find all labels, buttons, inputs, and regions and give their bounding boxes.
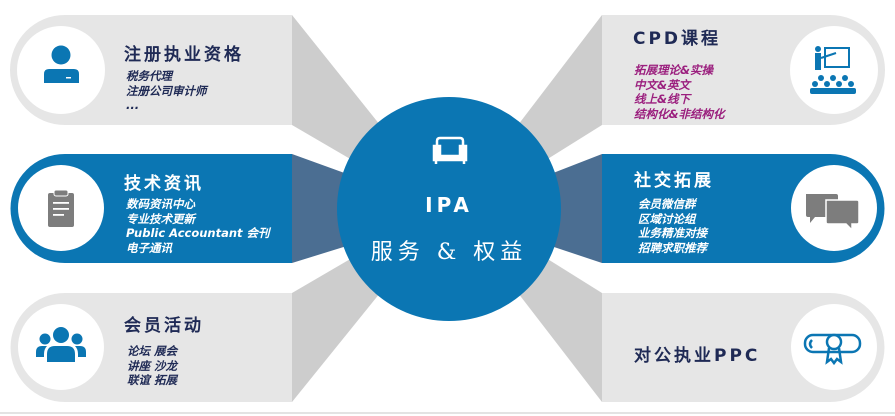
center-title: IPA: [425, 193, 473, 217]
panel-title-tech-info: 技术资讯: [124, 174, 204, 194]
panel-items-member-activities: 论坛 展会 讲座 沙龙 联谊 拓展: [127, 344, 177, 388]
list-item: 电子通讯: [126, 240, 172, 255]
list-item: 专业技术更新: [126, 211, 195, 226]
list-item: 注册公司审计师: [126, 83, 207, 98]
list-item: 税务代理: [126, 69, 172, 83]
list-item: 结构化&非结构化: [634, 106, 725, 121]
presentation-icon: [810, 46, 856, 94]
panel-title-cpd: CPD课程: [633, 29, 722, 49]
panel-title-ppc: 对公执业PPC: [634, 346, 761, 366]
list-item: 招聘求职推荐: [638, 240, 707, 255]
list-item: 讲座 沙龙: [127, 358, 178, 373]
list-item: 联谊 拓展: [127, 373, 178, 387]
list-item: 数码资讯中心: [126, 197, 195, 211]
connector-bottom-left: [292, 258, 380, 402]
center-circle: [337, 97, 561, 321]
connector-middle-left: [292, 154, 350, 263]
list-item: 拓展理论&实操: [634, 63, 714, 77]
connector-top-left: [292, 15, 380, 160]
connector-bottom-right: [518, 258, 602, 402]
chat-bubbles-icon: [806, 194, 860, 232]
connector-middle-right: [548, 154, 602, 263]
group-icon: [36, 327, 86, 362]
list-item: 业务精准对接: [638, 226, 707, 240]
sofa-icon: [432, 136, 468, 164]
panel-title-social: 社交拓展: [634, 171, 714, 191]
list-item: Public Accountant 会刊: [126, 226, 270, 240]
person-icon: [44, 45, 79, 83]
list-item: ...: [126, 98, 140, 112]
list-item: 论坛 展会: [127, 344, 178, 358]
panel-items-registration: 税务代理 注册公司审计师 ...: [126, 69, 207, 113]
list-item: 区域讨论组: [638, 211, 696, 226]
clipboard-icon: [48, 189, 74, 227]
list-item: 中文&英文: [634, 77, 691, 92]
center-subtitle: 服务 & 权益: [370, 240, 528, 265]
certificate-icon: [803, 333, 862, 366]
panel-items-cpd: 拓展理论&实操 中文&英文 线上&线下 结构化&非结构化: [634, 63, 725, 121]
panel-title-member-activities: 会员活动: [124, 316, 204, 336]
connector-top-right: [518, 15, 602, 160]
bottom-divider: [0, 412, 895, 414]
list-item: 会员微信群: [638, 197, 696, 211]
panel-items-social: 会员微信群 区域讨论组 业务精准对接 招聘求职推荐: [638, 197, 707, 255]
list-item: 线上&线下: [634, 92, 691, 106]
panel-items-tech-info: 数码资讯中心 专业技术更新 Public Accountant 会刊 电子通讯: [126, 197, 270, 255]
panel-title-registration: 注册执业资格: [124, 45, 244, 65]
